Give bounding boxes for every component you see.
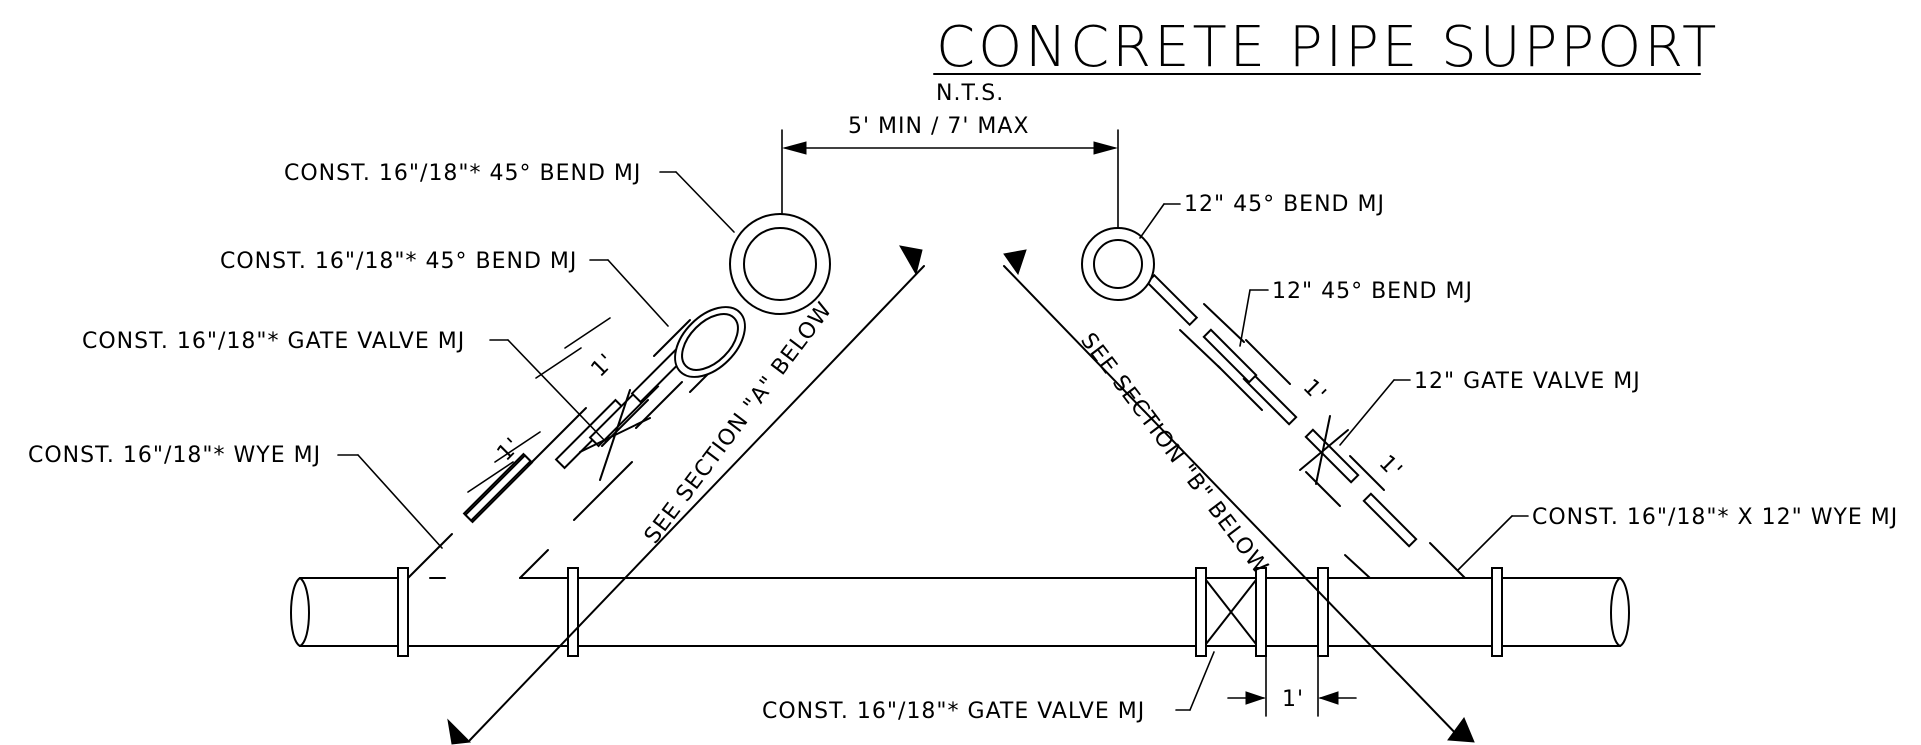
leader-lines: [337, 171, 1529, 711]
svg-text:1': 1': [1374, 451, 1407, 484]
left-dim-1ft-upper: 1': [535, 317, 620, 382]
right-dim-1ft-lower: 1': [1374, 451, 1407, 484]
right-wye-branch: [1081, 227, 1493, 579]
svg-text:1': 1': [587, 349, 620, 382]
label-right-wye: CONST. 16"/18"* X 12" WYE MJ: [1532, 505, 1898, 530]
label-left-gate-valve: CONST. 16"/18"* GATE VALVE MJ: [82, 329, 465, 354]
label-left-wye: CONST. 16"/18"* WYE MJ: [28, 443, 321, 468]
section-b-cutline: [1003, 249, 1475, 743]
left-branch-gate-valve: [579, 389, 651, 481]
main-pipe: [290, 577, 1630, 647]
label-right-bend-upper: 12" 45° BEND MJ: [1184, 192, 1385, 217]
bottom-dim-1ft: 1': [1227, 655, 1357, 717]
scale-note: N.T.S.: [936, 81, 1004, 106]
section-a-cutline: [447, 245, 925, 745]
right-dim-1ft-upper: 1': [1298, 375, 1331, 408]
spacing-dimension-text: 5' MIN / 7' MAX: [848, 114, 1030, 139]
left-wye-branch: [407, 213, 831, 579]
main-pipe-flanges: [397, 567, 1503, 657]
label-left-bend-upper: CONST. 16"/18"* 45° BEND MJ: [284, 161, 641, 186]
label-right-gate-valve: 12" GATE VALVE MJ: [1414, 369, 1641, 394]
label-left-bend-lower: CONST. 16"/18"* 45° BEND MJ: [220, 249, 577, 274]
label-right-bend-lower: 12" 45° BEND MJ: [1272, 279, 1473, 304]
svg-text:1': 1': [1298, 375, 1331, 408]
label-main-gate-valve: CONST. 16"/18"* GATE VALVE MJ: [762, 699, 1145, 724]
bottom-dim-1ft-text: 1': [1282, 687, 1304, 712]
drawing-title: CONCRETE PIPE SUPPORT: [936, 15, 1719, 80]
main-gate-valve: [1205, 579, 1257, 645]
spacing-dimension: 5' MIN / 7' MAX: [781, 114, 1119, 286]
